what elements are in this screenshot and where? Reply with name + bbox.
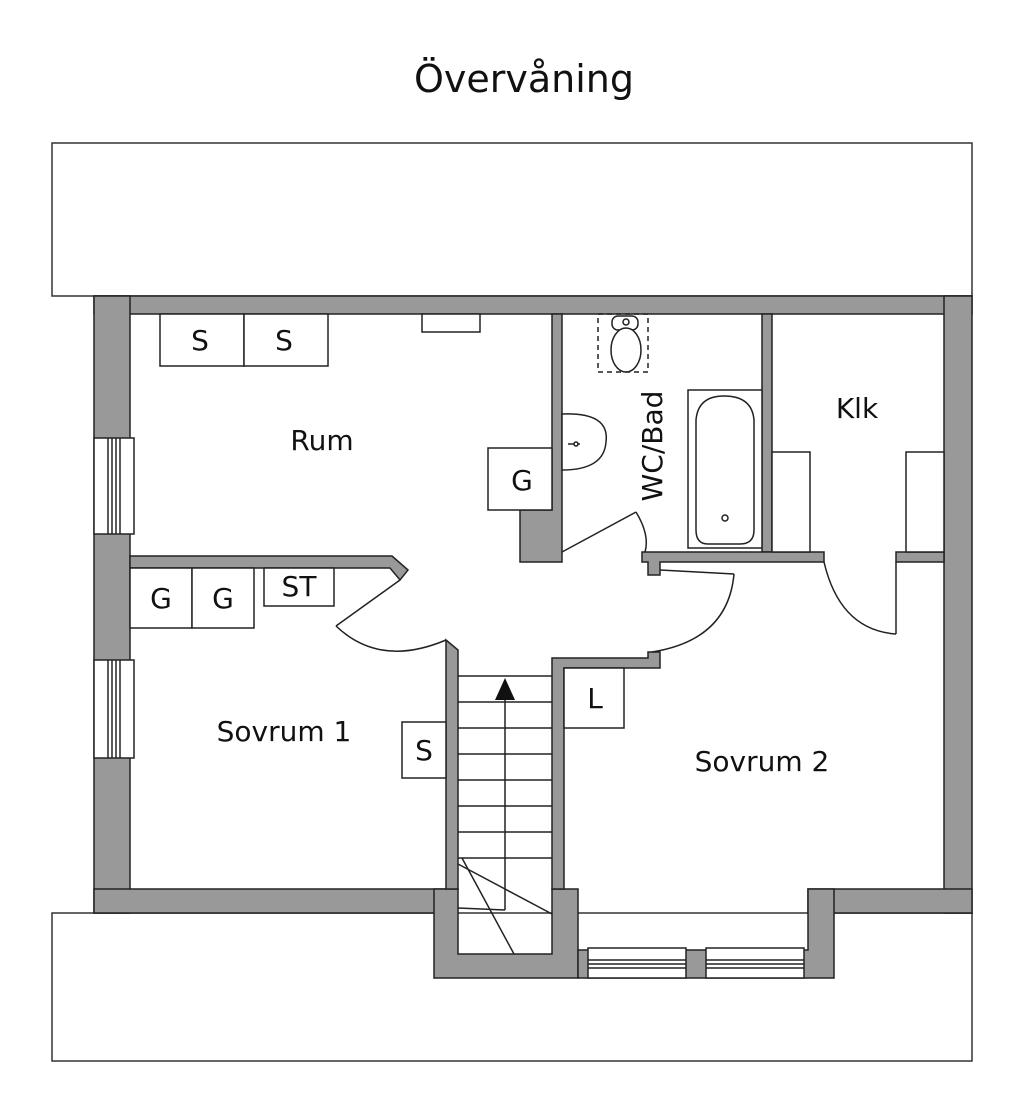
window-icon bbox=[93, 437, 135, 535]
door-swing-icon bbox=[335, 511, 897, 653]
bathtub-icon bbox=[687, 389, 763, 549]
rum-storage-1-label: S bbox=[191, 324, 209, 357]
toilet-icon bbox=[597, 313, 649, 373]
sink-icon bbox=[561, 413, 607, 471]
upper-eave-area bbox=[51, 142, 973, 297]
rum-wardrobe bbox=[487, 447, 553, 511]
klk-shelf-left bbox=[771, 451, 811, 553]
rum-storage-2 bbox=[243, 313, 329, 367]
klk-shelf-right bbox=[905, 451, 945, 553]
room-label-wc-bad: WC/Bad bbox=[636, 391, 669, 502]
sovrum1-st bbox=[263, 567, 335, 607]
staircase bbox=[457, 675, 553, 955]
sovrum1-wardrobe-2 bbox=[191, 567, 255, 629]
stair-arrow-icon bbox=[495, 678, 515, 700]
room-label-sovrum1: Sovrum 1 bbox=[217, 715, 352, 748]
room-label-sovrum2: Sovrum 2 bbox=[695, 745, 830, 778]
window-icon bbox=[93, 659, 135, 759]
window-icon bbox=[705, 947, 805, 979]
room-label-klk: Klk bbox=[836, 392, 879, 425]
sovrum2-l bbox=[563, 667, 625, 729]
rum-storage-2-label: S bbox=[275, 324, 293, 357]
sovrum2-l-label: L bbox=[587, 682, 603, 715]
sovrum1-wardrobe-1-label: G bbox=[150, 582, 172, 615]
plan-title: Övervåning bbox=[414, 57, 634, 101]
sovrum1-st-label: ST bbox=[282, 570, 318, 603]
stair-storage-label: S bbox=[415, 734, 433, 767]
rum-radiator bbox=[421, 313, 481, 333]
rum-storage-1 bbox=[159, 313, 245, 367]
rum-wardrobe-label: G bbox=[511, 464, 533, 497]
sovrum1-wardrobe-2-label: G bbox=[212, 582, 234, 615]
room-label-rum: Rum bbox=[290, 424, 353, 457]
stair-storage bbox=[401, 721, 447, 779]
sovrum1-wardrobe-1 bbox=[129, 567, 193, 629]
walls bbox=[93, 295, 973, 979]
window-icon bbox=[587, 947, 687, 979]
